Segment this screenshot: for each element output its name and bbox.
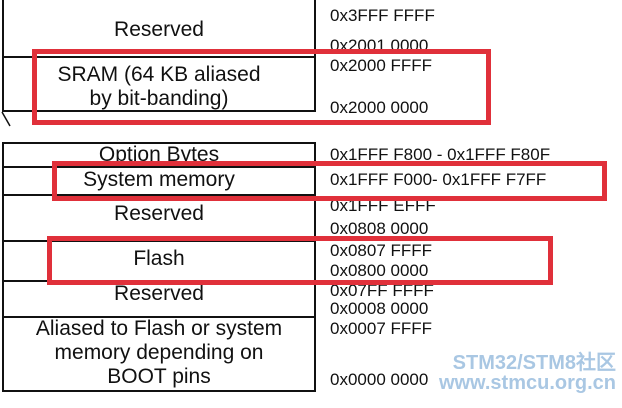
address-label: 0x1FFF F000- 0x1FFF F7FF bbox=[330, 170, 547, 190]
aliased-label-line1: Aliased to Flash or system bbox=[35, 317, 283, 340]
flash-label: Flash bbox=[133, 247, 185, 270]
divider-line bbox=[2, 390, 316, 392]
divider-line bbox=[2, 240, 316, 242]
aliased-label-line3: BOOT pins bbox=[107, 365, 211, 388]
address-label: 0x0800 0000 bbox=[330, 261, 429, 281]
reserved-low-label: Reserved bbox=[114, 282, 204, 304]
divider-line bbox=[2, 194, 316, 196]
watermark-line2: www.stmcu.org.cn bbox=[438, 372, 616, 394]
divider-line bbox=[2, 316, 316, 318]
address-label: 0x1FFF EFFF bbox=[330, 196, 436, 212]
sram-label-line1: SRAM (64 KB aliased bbox=[57, 63, 261, 86]
sram-label-line2: by bit-banding) bbox=[89, 87, 229, 110]
option-bytes-label: Option Bytes bbox=[98, 143, 220, 165]
address-label: 0x0008 0000 bbox=[330, 299, 429, 319]
break-tick bbox=[1, 112, 11, 127]
address-label: 0x0808 0000 bbox=[330, 219, 429, 239]
address-label: 0x1FFF F800 - 0x1FFF F80F bbox=[330, 145, 551, 162]
address-label: 0x3FFF FFFF bbox=[330, 6, 435, 26]
address-label: 0x2000 0000 bbox=[330, 98, 429, 118]
address-label: 0x0807 FFFF bbox=[330, 241, 433, 261]
reserved-mid-label: Reserved bbox=[114, 202, 204, 225]
address-label: 0x0000 0000 bbox=[330, 370, 429, 390]
divider-line bbox=[2, 166, 316, 168]
divider-line bbox=[2, 142, 316, 144]
watermark-line1: STM32/STM8社区 bbox=[452, 352, 616, 374]
divider-line bbox=[2, 110, 316, 112]
reserved-top-label: Reserved bbox=[114, 18, 204, 41]
system-memory-label: System memory bbox=[83, 168, 235, 191]
address-label: 0x2001 0000 bbox=[330, 36, 429, 52]
address-label: 0x0007 FFFF bbox=[330, 319, 433, 339]
divider-line bbox=[2, 56, 316, 58]
address-label: 0x07FF FFFF bbox=[330, 281, 434, 297]
address-label: 0x2000 FFFF bbox=[330, 56, 433, 76]
aliased-label-line2: memory depending on bbox=[54, 341, 264, 364]
